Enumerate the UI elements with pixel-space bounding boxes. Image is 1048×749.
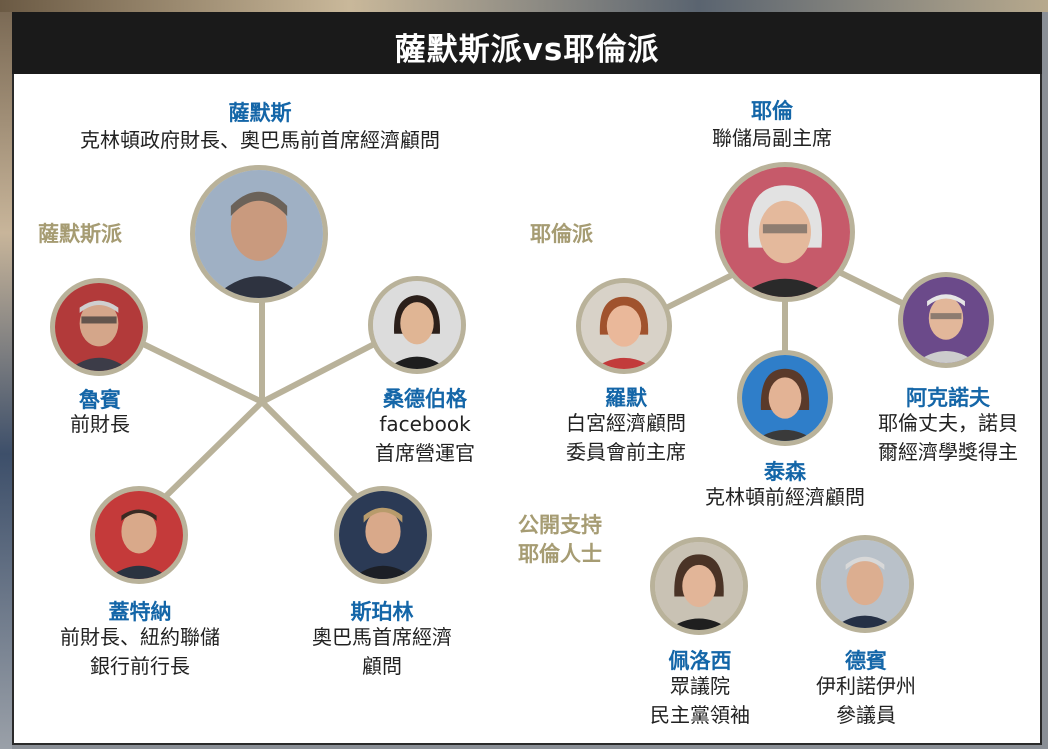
person-name-romer: 羅默 <box>605 386 647 410</box>
connector-sandberg-hub <box>259 337 385 405</box>
person-name-pelosi: 佩洛西 <box>668 649 732 673</box>
person-desc-pelosi: 眾議院 <box>670 674 730 698</box>
avatar-rubin <box>50 278 148 376</box>
connector-geithner-hub <box>159 399 265 503</box>
group-label-line: 公開支持 <box>518 513 602 537</box>
connector-yellen-romer <box>655 267 745 315</box>
connector-rubin-hub <box>132 337 265 405</box>
group-label-public-support: 公開支持 耶倫人士 <box>518 511 602 569</box>
person-desc-romer-2: 委員會前主席 <box>566 440 686 464</box>
person-desc-sandberg: facebook <box>379 412 471 436</box>
avatar-durbin <box>816 535 914 633</box>
avatar-pelosi <box>650 537 748 635</box>
person-name-sperling: 斯珀林 <box>350 600 414 624</box>
connector-yellen-akerlof <box>832 267 915 311</box>
portrait-icon <box>95 491 183 579</box>
person-desc-akerlof-2: 爾經濟學獎得主 <box>878 440 1018 464</box>
person-desc-pelosi-2: 民主黨領袖 <box>650 703 750 727</box>
group-label-yellen-camp: 耶倫派 <box>530 222 593 246</box>
person-desc-geithner-2: 銀行前行長 <box>90 654 190 678</box>
person-desc-sperling-2: 顧問 <box>362 654 402 678</box>
person-desc-romer: 白宮經濟顧問 <box>566 411 686 435</box>
person-name-akerlof: 阿克諾夫 <box>906 386 990 410</box>
avatar-yellen <box>715 162 855 302</box>
background-photo-strip <box>0 0 1048 12</box>
person-desc-summers: 克林頓政府財長、奧巴馬前首席經濟顧問 <box>80 128 440 152</box>
avatar-sperling <box>334 486 432 584</box>
person-desc-yellen: 聯儲局副主席 <box>712 126 832 150</box>
portrait-icon <box>742 355 828 441</box>
person-desc-durbin: 伊利諾伊州 <box>816 674 916 698</box>
avatar-tyson <box>737 350 833 446</box>
portrait-icon <box>720 167 850 297</box>
portrait-icon <box>339 491 427 579</box>
avatar-sandberg <box>368 276 466 374</box>
avatar-summers <box>190 165 328 303</box>
portrait-icon <box>581 283 667 369</box>
person-name-rubin: 魯賓 <box>79 388 121 412</box>
avatar-akerlof <box>898 272 994 368</box>
portrait-icon <box>821 540 909 628</box>
person-desc-sperling: 奧巴馬首席經濟 <box>312 625 452 649</box>
person-desc-sandberg-2: 首席營運官 <box>375 441 475 465</box>
group-label-summers-camp: 薩默斯派 <box>38 222 122 246</box>
person-desc-tyson: 克林頓前經濟顧問 <box>705 485 865 509</box>
person-name-sandberg: 桑德伯格 <box>383 387 467 411</box>
person-name-yellen: 耶倫 <box>751 99 793 123</box>
connector-sperling-hub <box>259 399 361 501</box>
person-name-summers: 薩默斯 <box>228 101 292 125</box>
portrait-icon <box>373 281 461 369</box>
background-photo-edge <box>0 12 12 749</box>
portrait-icon <box>903 277 989 363</box>
person-name-tyson: 泰森 <box>764 460 806 484</box>
person-desc-geithner: 前財長、紐約聯儲 <box>60 625 220 649</box>
person-desc-akerlof: 耶倫丈夫，諾貝 <box>878 411 1018 435</box>
avatar-romer <box>576 278 672 374</box>
title-bar: 薩默斯派vs耶倫派 <box>12 12 1042 74</box>
avatar-geithner <box>90 486 188 584</box>
person-name-durbin: 德賓 <box>845 649 887 673</box>
group-label-line: 耶倫人士 <box>518 542 602 566</box>
portrait-icon <box>55 283 143 371</box>
portrait-icon <box>655 542 743 630</box>
person-desc-durbin-2: 參議員 <box>836 703 896 727</box>
person-name-geithner: 蓋特納 <box>108 600 172 624</box>
page-title: 薩默斯派vs耶倫派 <box>394 32 660 68</box>
person-desc-rubin: 前財長 <box>70 412 130 436</box>
portrait-icon <box>195 170 323 298</box>
